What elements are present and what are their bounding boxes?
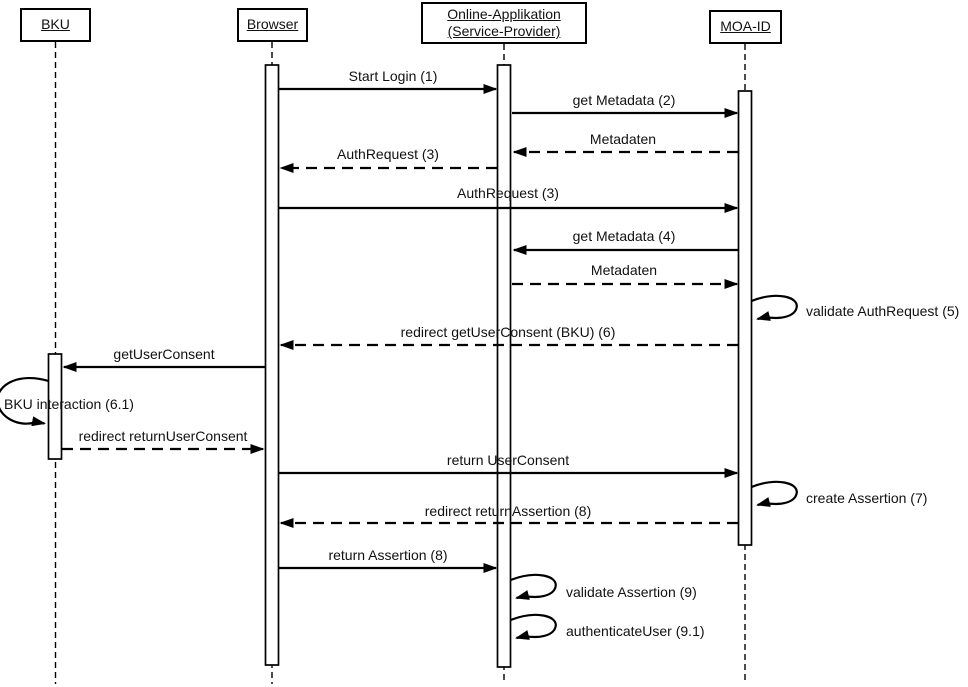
message-label-start-login: Start Login (1) — [348, 68, 438, 84]
actor-box-moa-id: MOA-ID — [709, 10, 782, 44]
message-label-redirect-returnuserconsent: redirect returnUserConsent — [78, 428, 248, 444]
self-loop-create-assertion — [751, 480, 798, 507]
activation-bar-bku — [47, 353, 63, 460]
actor-label-browser: Browser — [246, 16, 299, 33]
activation-bar-browser — [264, 64, 280, 666]
message-label-create-assertion: create Assertion (7) — [806, 490, 928, 506]
actor-box-browser: Browser — [237, 8, 308, 42]
message-label-validate-assertion: validate Assertion (9) — [566, 584, 697, 600]
message-label-authenticateuser: authenticateUser (9.1) — [566, 623, 705, 639]
message-label-redirect-returnassertion: redirect returnAssertion (8) — [424, 503, 592, 519]
message-label-redirect-getuserconsent: redirect getUserConsent (BKU) (6) — [400, 324, 616, 340]
message-label-metadaten-2: Metadaten — [590, 262, 658, 278]
message-label-getuserconsent: getUserConsent — [113, 346, 215, 362]
message-label-validate-authrequest: validate AuthRequest (5) — [806, 303, 960, 319]
actor-box-online-applikation: Online-Applikation (Service-Provider) — [421, 2, 587, 44]
actor-label-moa-id: MOA-ID — [720, 18, 771, 35]
message-label-metadaten-1: Metadaten — [589, 131, 657, 147]
message-label-authrequest-browser: AuthRequest (3) — [337, 146, 439, 162]
message-label-return-userconsent: return UserConsent — [446, 452, 570, 468]
message-label-authrequest-moa: AuthRequest (3) — [457, 185, 559, 201]
message-label-get-metadata-4: get Metadata (4) — [572, 228, 676, 244]
message-label-bku-interaction: BKU interaction (6.1) — [4, 396, 134, 412]
self-loop-bku-interaction — [0, 376, 49, 427]
message-label-return-assertion: return Assertion (8) — [328, 547, 448, 563]
self-loop-validate-assertion — [510, 573, 557, 600]
actor-label-bku: BKU — [41, 16, 70, 33]
activation-bar-moa-id — [737, 90, 753, 546]
self-loop-validate-authrequest — [751, 294, 798, 321]
actor-box-bku: BKU — [20, 8, 91, 42]
message-label-get-metadata-2: get Metadata (2) — [572, 92, 676, 108]
activation-bar-online-applikation — [496, 64, 512, 668]
self-loop-authenticateuser — [510, 613, 557, 640]
actor-label-online-applikation: Online-Applikation (Service-Provider) — [447, 5, 561, 40]
